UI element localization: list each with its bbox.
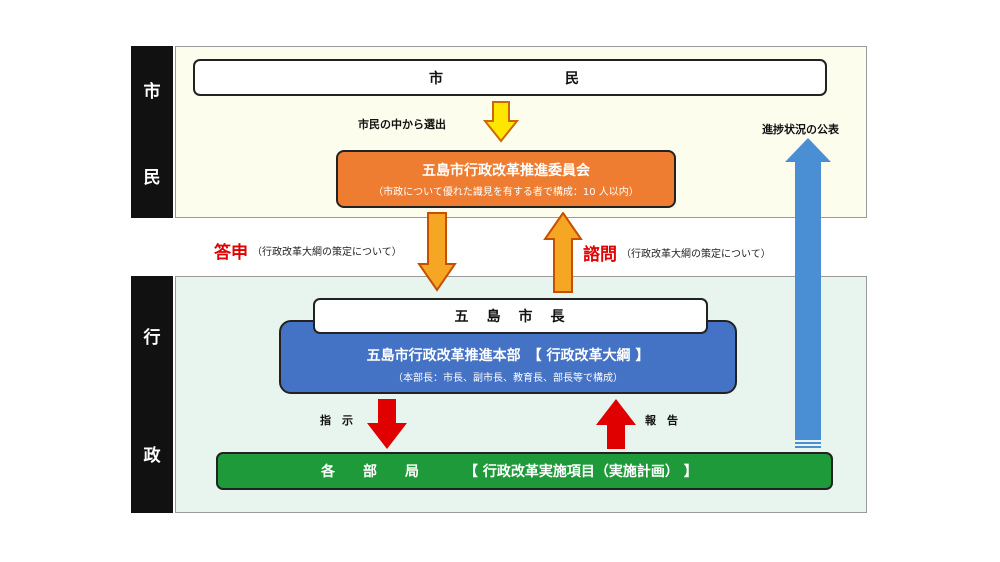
citizen-box: 市 民 <box>193 59 827 96</box>
departments-right: 【 行政改革実施項目（実施計画） 】 <box>464 464 698 480</box>
admin-side-char-1: 行 <box>143 327 161 348</box>
citizen-side-char-1: 市 <box>143 81 161 102</box>
departments-box: 各 部 局 【 行政改革実施項目（実施計画） 】 <box>216 452 833 490</box>
departments-left: 各 部 局 <box>321 464 419 480</box>
citizen-box-left: 市 <box>429 70 443 87</box>
inquiry-word: 諮問 <box>583 244 617 265</box>
citizen-side-char-2: 民 <box>143 167 161 188</box>
instruction-label: 指 示 <box>320 414 353 427</box>
instruction-arrow-icon <box>367 399 407 449</box>
citizen-box-right: 民 <box>565 70 579 87</box>
inquiry-label-group: 諮問 （行政改革大綱の策定について） <box>583 240 813 265</box>
headquarters-title: 五島市行政改革推進本部 【 行政改革大綱 】 <box>366 347 650 364</box>
report-word: 答申 <box>214 242 248 263</box>
report-up-label: 報 告 <box>645 414 678 427</box>
inquiry-note: （行政改革大綱の策定について） <box>621 248 771 260</box>
admin-side-char-2: 政 <box>143 446 161 467</box>
report-up-arrow-icon <box>596 399 636 449</box>
selection-label: 市民の中から選出 <box>358 118 446 131</box>
headquarters-subtitle: （本部長：市長、副市長、教育長、部長等で構成） <box>393 372 623 384</box>
progress-arrow-icon <box>785 138 831 448</box>
progress-label: 進捗状況の公表 <box>762 123 839 136</box>
report-label-group: 答申 （行政改革大綱の策定について） <box>214 238 424 263</box>
selection-arrow-icon <box>483 101 519 143</box>
admin-side-label: 行 政 <box>131 276 173 513</box>
inquiry-arrow-icon <box>543 212 583 293</box>
committee-box: 五島市行政改革推進委員会 （市政について優れた識見を有する者で構成：10 人以内… <box>336 150 676 208</box>
committee-subtitle: （市政について優れた識見を有する者で構成：10 人以内） <box>373 187 639 198</box>
report-note: （行政改革大綱の策定について） <box>252 246 402 258</box>
mayor-box: 五 島 市 長 <box>313 298 708 334</box>
citizen-side-label: 市 民 <box>131 46 173 218</box>
report-arrow-icon <box>417 212 457 292</box>
committee-title: 五島市行政改革推進委員会 <box>422 163 590 179</box>
